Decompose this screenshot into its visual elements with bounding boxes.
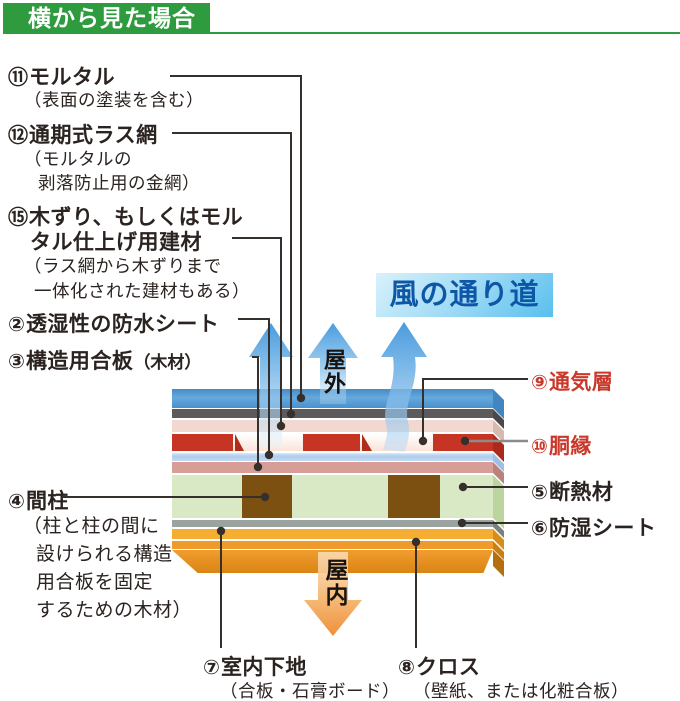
stud-block [388, 475, 440, 518]
wind-path-banner: 風の通り道 [376, 273, 553, 317]
furring-strip-shadow [235, 434, 244, 451]
label-8-sub: （壁紙、または化粧合板） [413, 681, 629, 701]
layer-waterproof-sheet [172, 453, 493, 461]
circle-number: ⑦ [203, 657, 220, 679]
furring-strip-shadow [362, 434, 372, 451]
circle-number: ⑥ [531, 518, 548, 540]
circle-number: ⑩ [531, 436, 548, 458]
furring-strip [303, 434, 360, 451]
label-8-cloth: ⑧クロス [398, 656, 481, 679]
layer-vapor-sheet [172, 520, 493, 527]
layer-wood-sheathing [172, 420, 493, 432]
circle-number: ⑤ [531, 482, 548, 504]
label-4-sub-3: 用合板を固定 [36, 572, 154, 593]
label-4-sub-4: するための木材） [36, 600, 193, 621]
label-11-sub: （表面の塗装を含む） [24, 90, 204, 110]
circle-number: ⑨ [531, 372, 548, 394]
label-4-sub-2: 設けられる構造 [36, 544, 173, 565]
furring-strip [433, 434, 493, 451]
layer-cloth [172, 541, 493, 549]
layer-interior-base [172, 529, 493, 539]
label-12-sub-2: 剥落防止用の金網） [38, 173, 200, 193]
label-5-insulation: ⑤断熱材 [531, 481, 614, 504]
label-12-sub-1: （モルタルの [24, 149, 132, 169]
label-15-sub-2: 一体化された建材もある） [34, 281, 250, 301]
stud-block [242, 475, 292, 518]
label-6-vapor-sheet: ⑥防湿シート [531, 517, 657, 540]
label-12-lath: ⑫通期式ラス網 [8, 124, 158, 147]
circle-number: ③ [8, 351, 25, 373]
label-11-mortar: ⑪モルタル [8, 66, 115, 89]
label-9-air-layer: ⑨通気層 [531, 371, 614, 394]
circle-number: ⑫ [8, 125, 28, 147]
label-4-stud: ④間柱 [8, 490, 69, 513]
label-3-structural-plywood: ③構造用合板（木材） [8, 350, 202, 373]
label-7-sub: （合板・石膏ボード） [220, 681, 400, 701]
label-4-sub-1: （柱と柱の間に [23, 516, 160, 537]
circle-number: ② [8, 314, 25, 336]
layer-lath-net [172, 409, 493, 418]
layer-air-gap [172, 434, 493, 451]
outdoor-label: 屋外 [321, 348, 346, 396]
header-rule [210, 32, 680, 34]
label-15-sheathing-2: タル仕上げ用建材 [30, 231, 202, 254]
wall-side-face [493, 389, 504, 585]
section-header: 横から見た場合 [3, 3, 210, 34]
label-7-interior-base: ⑦室内下地 [203, 656, 307, 679]
label-10-furring: ⑩胴縁 [531, 435, 592, 458]
label-2-waterproof-sheet: ②透湿性の防水シート [8, 313, 220, 336]
circle-number: ⑮ [8, 207, 28, 229]
layer-insulation [172, 475, 493, 518]
indoor-label: 屋内 [322, 558, 348, 608]
circle-number: ④ [8, 491, 25, 513]
circle-number: ⑪ [8, 67, 28, 89]
layer-structural-plywood [172, 462, 493, 473]
furring-strip [172, 434, 233, 451]
wall-cross-section [172, 389, 504, 577]
label-15-sub-1: （ラス網から木ずりまで [24, 256, 222, 276]
circle-number: ⑧ [398, 657, 415, 679]
